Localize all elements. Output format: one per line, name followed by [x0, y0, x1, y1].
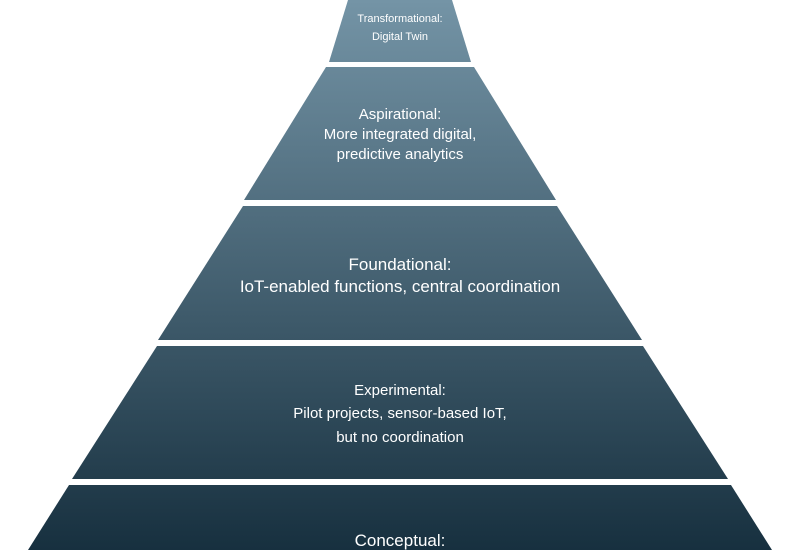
tier-conceptual	[28, 485, 772, 550]
tier-experimental-line-1: Pilot projects, sensor-based IoT,	[293, 405, 506, 422]
tier-experimental-line-2: but no coordination	[336, 429, 464, 446]
tier-transformational-heading: Transformational:	[357, 13, 442, 25]
tier-aspirational-heading: Aspirational:	[359, 106, 442, 123]
tier-foundational-heading: Foundational:	[348, 255, 451, 274]
tier-foundational-line-1: IoT-enabled functions, central coordinat…	[240, 277, 560, 296]
tier-foundational	[158, 206, 642, 340]
tier-aspirational-line-1: More integrated digital,	[324, 126, 477, 143]
tier-conceptual-heading: Conceptual:	[355, 531, 446, 550]
tier-aspirational-line-2: predictive analytics	[337, 146, 464, 163]
tier-aspirational	[244, 67, 556, 200]
tier-experimental-heading: Experimental:	[354, 382, 446, 399]
tier-transformational	[329, 0, 471, 62]
tier-experimental	[72, 346, 728, 479]
tier-transformational-line-1: Digital Twin	[372, 31, 428, 43]
